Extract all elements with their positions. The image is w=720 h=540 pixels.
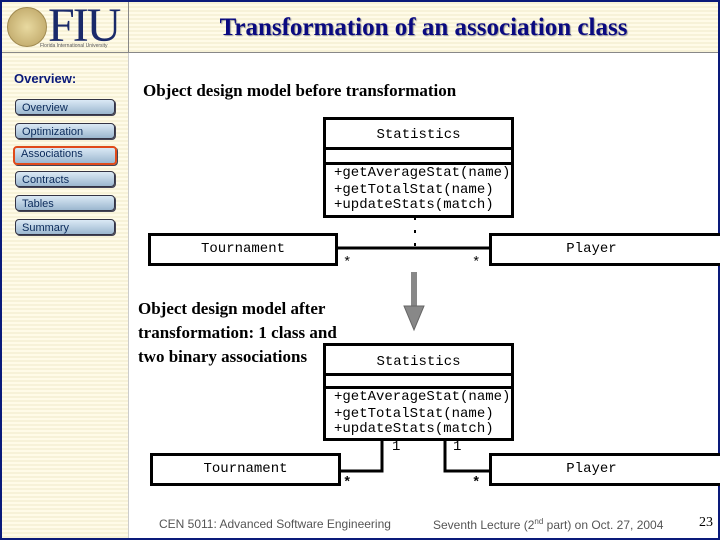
multiplicity: *	[343, 255, 352, 271]
nav-optimization[interactable]: Optimization	[15, 123, 115, 139]
heading-line: Object design model after	[138, 299, 326, 318]
arrow-shaft	[411, 272, 417, 306]
operation: +getAverageStat(name)	[334, 165, 511, 181]
class-name: Statistics	[376, 354, 461, 370]
slide-title: Transformation of an association class	[219, 14, 628, 41]
university-seal-icon	[7, 7, 47, 47]
transform-arrow-icon	[403, 305, 425, 332]
heading-line: two binary associations	[138, 347, 308, 366]
heading-line: transformation: 1 class and	[138, 323, 337, 342]
nav-contracts[interactable]: Contracts	[15, 171, 115, 187]
lecture-text: part) on Oct. 27, 2004	[543, 518, 664, 532]
player-class-before: Player	[489, 233, 720, 266]
attributes-compartment	[326, 373, 511, 386]
operation: +updateStats(match)	[334, 421, 494, 437]
footer-lecture: Seventh Lecture (2nd part) on Oct. 27, 2…	[433, 517, 663, 532]
nav-tables[interactable]: Tables	[15, 195, 115, 211]
multiplicity: 1	[453, 439, 462, 455]
footer-course: CEN 5011: Advanced Software Engineering	[159, 517, 391, 531]
operations-compartment: +getAverageStat(name) +getTotalStat(name…	[326, 386, 511, 439]
tournament-class-before: Tournament	[148, 233, 338, 266]
operation: +updateStats(match)	[334, 197, 494, 213]
lecture-sup: nd	[534, 517, 544, 526]
nav-associations[interactable]: Associations	[13, 146, 117, 165]
logo-subtext: Florida International University	[40, 43, 108, 49]
multiplicity: *	[343, 475, 352, 491]
operation: +getAverageStat(name)	[334, 389, 511, 405]
title-bar: Transformation of an association class	[129, 2, 718, 53]
nav-overview[interactable]: Overview	[15, 99, 115, 115]
player-class-after: Player	[489, 453, 720, 486]
attributes-compartment	[326, 147, 511, 162]
logo-text: FIU	[48, 0, 121, 52]
operation: +getTotalStat(name)	[334, 406, 494, 422]
fiu-logo: FIU Florida International University	[2, 0, 129, 53]
statistics-class-after: Statistics +getAverageStat(name) +getTot…	[323, 343, 514, 441]
sidebar: Overview: Overview Optimization Associat…	[2, 53, 129, 538]
before-heading: Object design model before transformatio…	[143, 81, 457, 100]
multiplicity: 1	[392, 439, 401, 455]
multiplicity: *	[472, 475, 481, 491]
tournament-statistics-line	[340, 439, 384, 473]
page-number: 23	[699, 515, 713, 530]
multiplicity: *	[472, 255, 481, 271]
player-statistics-line	[443, 439, 490, 473]
operation: +getTotalStat(name)	[334, 182, 494, 198]
nav-summary[interactable]: Summary	[15, 219, 115, 235]
after-heading: Object design model after transformation…	[138, 297, 337, 369]
lecture-text: Seventh Lecture (2	[433, 518, 535, 532]
class-name: Statistics	[376, 127, 461, 143]
operations-compartment: +getAverageStat(name) +getTotalStat(name…	[326, 162, 511, 215]
tournament-class-after: Tournament	[150, 453, 341, 486]
statistics-class-before: Statistics +getAverageStat(name) +getTot…	[323, 117, 514, 218]
sidebar-heading: Overview:	[14, 71, 77, 86]
